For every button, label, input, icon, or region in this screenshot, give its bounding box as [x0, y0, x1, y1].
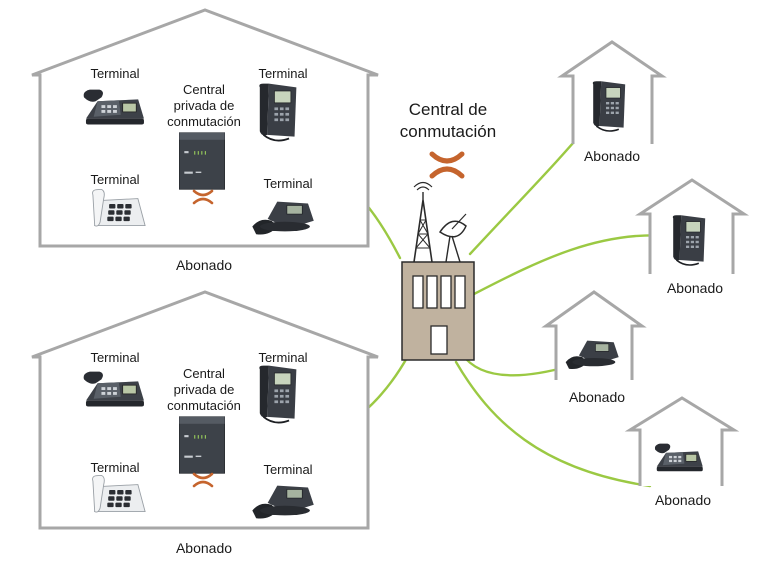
house-2-phone-topright-icon — [258, 364, 298, 424]
house-1-label: Abonado — [176, 257, 232, 273]
house-1: Abonado Terminal Terminal Terminal Termi… — [31, 8, 379, 273]
house-2-outline — [31, 290, 379, 530]
cross-switch-icon — [429, 151, 465, 179]
subscriber-2-label: Abonado — [667, 280, 723, 296]
wire-central-subscriber-4 — [454, 360, 652, 488]
house-1-pbx-label-line2: privada de — [174, 98, 235, 113]
house-1-phone-topright-icon — [258, 82, 298, 142]
house-1-pbx-label-line3: conmutación — [167, 114, 241, 129]
house-1-terminal-bottomleft-label: Terminal — [90, 172, 139, 187]
house-2-terminal-topright-label: Terminal — [258, 350, 307, 365]
satellite-dish-icon — [438, 213, 467, 263]
house-2-pbx-icon — [178, 416, 226, 474]
antenna-tower-icon — [413, 181, 433, 263]
subscriber-2-phone-icon — [671, 214, 707, 266]
subscriber-4-label: Abonado — [655, 492, 711, 508]
house-1-terminal-bottomright-label: Terminal — [263, 176, 312, 191]
house-1-outline — [31, 8, 379, 248]
house-2-terminal-topleft-label: Terminal — [90, 350, 139, 365]
house-1-terminal-topleft-label: Terminal — [90, 66, 139, 81]
subscriber-house-1: Abonado — [557, 40, 667, 164]
subscriber-house-4: Abonado — [624, 396, 740, 508]
house-2-pbx-switch-icon — [192, 472, 214, 488]
central-title-line2: conmutación — [400, 122, 496, 141]
house-2-terminal-bottomleft-label: Terminal — [90, 460, 139, 475]
subscriber-1-phone-icon — [591, 80, 627, 132]
central-office: Central de conmutación — [400, 100, 496, 361]
house-2-pbx-label-line1: Central — [183, 366, 225, 381]
house-2-pbx-label-line2: privada de — [174, 382, 235, 397]
house-2-pbx-label-line3: conmutación — [167, 398, 241, 413]
house-1-pbx-switch-icon — [192, 189, 214, 205]
central-title-line1: Central de — [409, 100, 487, 119]
wire-central-subscriber-3 — [460, 352, 572, 377]
subscriber-house-2: Abonado — [634, 178, 750, 296]
subscriber-3-label: Abonado — [569, 389, 625, 405]
house-1-pbx-icon — [178, 132, 226, 190]
central-building — [401, 261, 475, 361]
house-2-label: Abonado — [176, 540, 232, 556]
house-1-terminal-topright-label: Terminal — [258, 66, 307, 81]
wire-central-subscriber-2 — [472, 234, 674, 296]
house-2-terminal-bottomright-label: Terminal — [263, 462, 312, 477]
house-2: Abonado Terminal Terminal Terminal Termi… — [31, 290, 379, 556]
subscriber-1-label: Abonado — [584, 148, 640, 164]
subscriber-house-3: Abonado — [541, 290, 647, 405]
house-1-pbx-label-line1: Central — [183, 82, 225, 97]
